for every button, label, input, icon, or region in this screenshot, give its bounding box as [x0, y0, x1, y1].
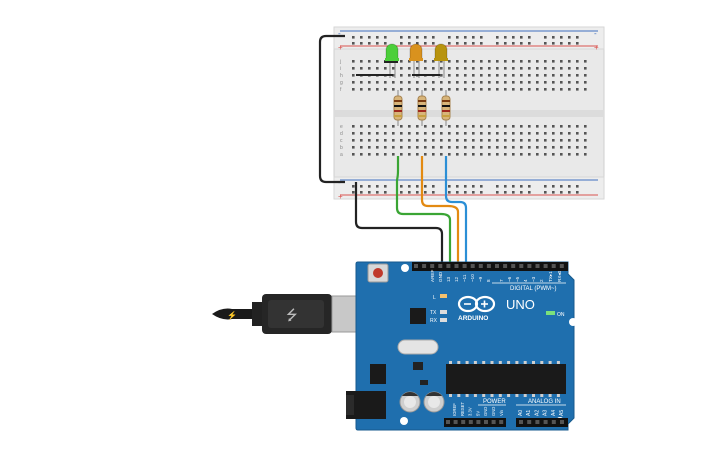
row-letter: b [340, 145, 343, 151]
analog-label: ANALOG IN [528, 399, 561, 405]
analog-pin-label: A2 [534, 410, 540, 416]
pin-label: 8 [486, 279, 491, 282]
power-label: POWER [483, 399, 506, 405]
pin-label: ~10 [470, 274, 475, 282]
mount-hole [401, 264, 409, 272]
power-jack[interactable] [346, 391, 386, 419]
led-tx-label: TX [430, 310, 437, 316]
pin-label: 7 [499, 279, 504, 282]
led-orange[interactable] [409, 43, 423, 61]
pin-label: ~3 [531, 276, 536, 282]
smd-component [420, 380, 428, 385]
pin-label: 2 [539, 279, 544, 282]
row-letter: f [340, 87, 342, 93]
power-header[interactable] [444, 418, 506, 427]
led-rx-label: RX [430, 318, 438, 324]
wire-gnd[interactable] [354, 182, 444, 262]
row-letter: c [340, 138, 343, 144]
pin-label: ~11 [462, 274, 467, 282]
resistor-2[interactable] [417, 90, 427, 126]
voltage-regulator [370, 364, 386, 384]
mount-hole [400, 417, 408, 425]
pin-label: TX▸1 [548, 271, 553, 282]
pin-label: ~9 [478, 276, 483, 282]
analog-pin-label: A3 [543, 410, 549, 416]
small-chip [413, 362, 423, 370]
capacitor-1 [399, 391, 421, 413]
power-pin-label: 3.3V [468, 407, 473, 416]
resistor-1[interactable] [393, 90, 403, 126]
usb-cable[interactable]: ⚡ ⭍ [212, 294, 361, 334]
digital-label: DIGITAL (PWM~) [510, 286, 557, 292]
wire-blue[interactable] [444, 156, 468, 262]
row-letter: g [340, 80, 343, 86]
atmega-chip [446, 364, 566, 394]
power-pin-label: 5V [475, 411, 480, 416]
usb-plug-icon: ⚡ [227, 310, 237, 320]
arduino-logo-text: ARDUINO [458, 315, 488, 322]
pin-label: RX◂0 [557, 270, 562, 282]
rail-minus-label-right: - [594, 29, 597, 38]
analog-pin-label: A0 [518, 410, 524, 416]
wire-gnd-loop[interactable] [318, 34, 345, 184]
led-l-label: L [433, 295, 436, 301]
capacitor-2 [423, 391, 445, 413]
mount-hole [569, 318, 577, 326]
analog-pin-label: A4 [551, 410, 557, 416]
power-pin-label: RESET [460, 402, 465, 416]
row-letter: j [339, 59, 341, 65]
wires [318, 34, 468, 262]
analog-pin-label: A5 [559, 410, 565, 416]
pin-label: ~6 [507, 276, 512, 282]
wire-green[interactable] [395, 156, 452, 262]
pin-label: ~5 [515, 276, 520, 282]
header-pins [414, 264, 564, 424]
pin-label: 13 [446, 276, 451, 282]
row-letter: d [340, 131, 343, 137]
row-letter: i [340, 66, 341, 72]
on-label: ON [557, 312, 565, 318]
resistors [393, 90, 451, 126]
pin-label: AREF [430, 270, 435, 282]
power-led [546, 311, 555, 315]
analog-pin-label: A1 [526, 410, 532, 416]
rail-plus-label: + [338, 43, 343, 52]
power-pin-label: IOREF [452, 403, 457, 416]
rail-plus-label-bottom: + [338, 192, 343, 201]
arduino-logo-icon [457, 295, 496, 313]
pin-label: GND [438, 271, 443, 282]
wire-orange[interactable] [420, 156, 460, 262]
power-pin-label: GND [491, 407, 496, 416]
pin-label: 12 [454, 276, 459, 282]
power-pin-label: GND [483, 407, 488, 416]
usb-chip [410, 308, 426, 324]
row-letter: a [340, 152, 343, 158]
analog-header[interactable] [516, 418, 568, 427]
resistor-3[interactable] [441, 90, 451, 126]
rail-minus-label: - [338, 29, 341, 38]
rail-plus-label-right: + [594, 43, 599, 52]
usb-symbol-icon: ⭍ [286, 307, 298, 323]
power-pin-label: Vin [499, 409, 504, 416]
pin-label: 4 [523, 279, 528, 282]
led-yellow[interactable] [434, 43, 448, 61]
reset-button[interactable] [367, 263, 389, 283]
led-green[interactable] [385, 43, 399, 61]
row-letter: h [340, 73, 343, 79]
board-model: UNO [506, 297, 535, 312]
crystal [397, 339, 439, 355]
row-letter: e [340, 124, 343, 130]
